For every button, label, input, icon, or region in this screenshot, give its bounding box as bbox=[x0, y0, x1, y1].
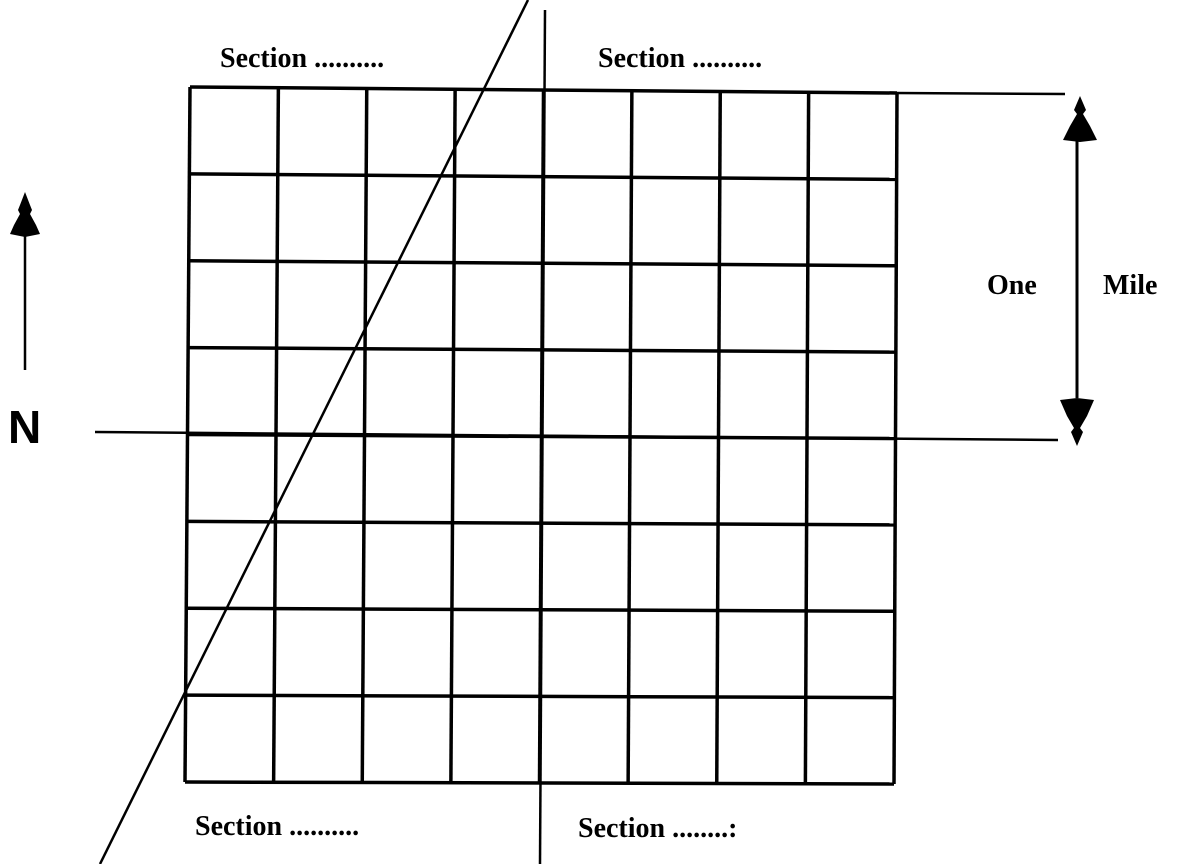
section-boundary-horizontal bbox=[94, 430, 1059, 442]
scale-arrow-down-icon bbox=[1060, 398, 1094, 446]
section-label-bottom-right: Section ........: bbox=[578, 813, 737, 844]
section-boundary-vertical bbox=[538, 9, 547, 864]
one-mile-scale: One Mile bbox=[987, 96, 1157, 446]
diagonal-line bbox=[98, 0, 530, 864]
scale-label-mile: Mile bbox=[1103, 270, 1157, 301]
scale-arrow-up-icon bbox=[1063, 96, 1097, 142]
scale-label-one: One bbox=[987, 270, 1037, 301]
north-arrow-head bbox=[10, 192, 40, 237]
north-arrow: N bbox=[8, 192, 41, 453]
section-boundary-top-extension bbox=[894, 91, 1066, 96]
section-label-top-left: Section .......... bbox=[220, 43, 384, 74]
section-label-top-right: Section .......... bbox=[598, 43, 762, 74]
section-label-bottom-left: Section .......... bbox=[195, 811, 359, 842]
north-label: N bbox=[8, 401, 41, 453]
